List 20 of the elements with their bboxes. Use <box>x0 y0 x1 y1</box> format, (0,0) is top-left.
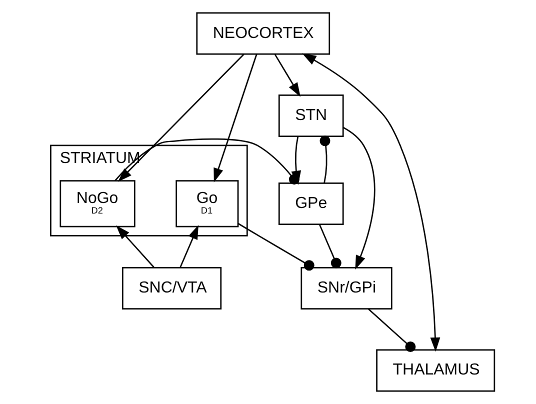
node-box: Go D1 <box>176 180 239 228</box>
connector <box>238 222 314 271</box>
arrow <box>342 126 376 270</box>
node-box: NoGo D2 <box>60 180 136 228</box>
arrow <box>302 53 440 352</box>
arrow <box>116 225 154 268</box>
connector <box>320 136 330 184</box>
arrow <box>180 224 199 268</box>
connector <box>318 224 342 268</box>
arrow <box>291 136 302 185</box>
arrow <box>274 54 300 97</box>
node-box: THALAMUS <box>376 349 496 392</box>
node-box: SNC/VTA <box>122 267 222 310</box>
node-box: STN <box>278 94 344 137</box>
connector <box>368 308 416 352</box>
arrow <box>214 54 258 182</box>
node-box: SNr/GPi <box>300 267 392 310</box>
arrow <box>118 54 244 182</box>
node-box: NEOCORTEX <box>196 12 330 55</box>
node-box: GPe <box>278 182 344 225</box>
